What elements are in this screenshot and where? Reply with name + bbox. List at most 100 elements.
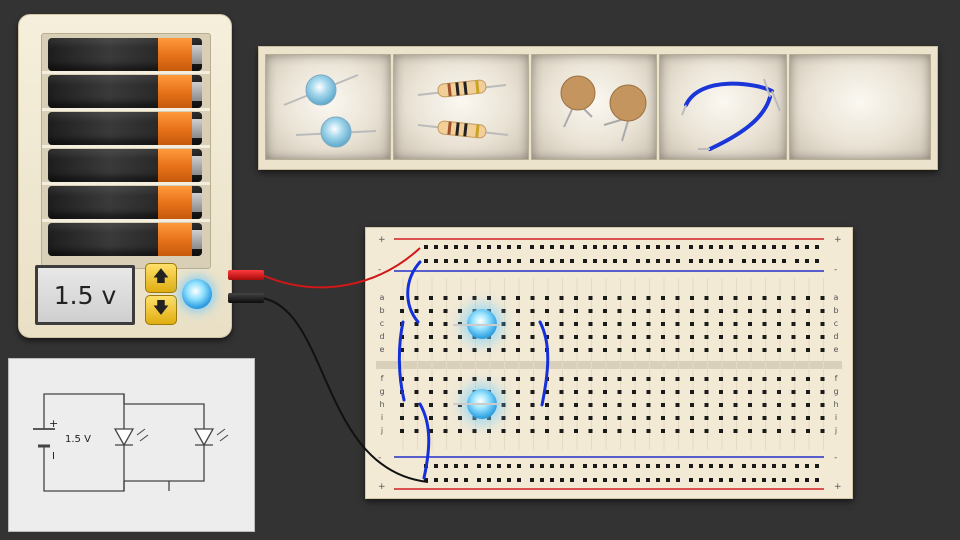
row-label: d bbox=[379, 332, 385, 341]
breadboard-hole bbox=[729, 478, 733, 482]
voltage-up-button[interactable]: 🡅 bbox=[145, 263, 177, 293]
breadboard-hole bbox=[574, 309, 578, 313]
schematic-plus-sign: + bbox=[49, 417, 59, 430]
breadboard-hole bbox=[400, 309, 404, 313]
tray-bin-resistors[interactable] bbox=[393, 54, 529, 160]
breadboard-hole bbox=[507, 464, 511, 468]
tray-bin-empty[interactable] bbox=[789, 54, 931, 160]
breadboard-hole bbox=[443, 390, 448, 394]
breadboard-hole bbox=[501, 416, 506, 420]
breadboard-hole bbox=[729, 245, 733, 249]
breadboard-hole bbox=[487, 259, 491, 263]
breadboard-hole bbox=[719, 464, 723, 468]
red-probe-plug[interactable] bbox=[228, 270, 264, 280]
breadboard-hole bbox=[516, 429, 520, 433]
breadboard-hole bbox=[661, 309, 665, 313]
breadboard-hole bbox=[560, 478, 564, 482]
row-label: d bbox=[833, 332, 839, 341]
black-probe-plug[interactable] bbox=[228, 293, 264, 303]
breadboard-hole bbox=[690, 429, 694, 433]
tray-bin-wires[interactable] bbox=[659, 54, 787, 160]
breadboard-hole bbox=[501, 390, 506, 394]
breadboard-hole bbox=[458, 296, 462, 300]
breadboard-hole bbox=[454, 259, 458, 263]
breadboard-hole bbox=[429, 377, 433, 381]
tray-bin-leds[interactable] bbox=[265, 54, 391, 160]
breadboard-hole bbox=[559, 390, 564, 394]
breadboard-hole bbox=[690, 309, 694, 313]
breadboard-hole bbox=[646, 478, 650, 482]
breadboard-hole bbox=[820, 403, 825, 407]
placed-led-1[interactable] bbox=[467, 309, 497, 339]
breadboard[interactable]: + - + - - + - + a b c d e f g h i j a b … bbox=[365, 227, 853, 499]
breadboard-hole bbox=[574, 390, 578, 394]
battery-cell bbox=[48, 75, 202, 108]
breadboard-hole bbox=[530, 322, 535, 326]
breadboard-hole bbox=[762, 322, 767, 326]
breadboard-hole bbox=[719, 403, 723, 407]
battery-cell bbox=[48, 186, 202, 219]
breadboard-hole bbox=[704, 403, 709, 407]
breadboard-hole bbox=[530, 377, 535, 381]
breadboard-hole bbox=[516, 322, 520, 326]
breadboard-hole bbox=[545, 403, 549, 407]
battery-cell bbox=[48, 223, 202, 256]
breadboard-hole bbox=[782, 464, 786, 468]
breadboard-hole bbox=[497, 259, 501, 263]
breadboard-hole bbox=[805, 478, 809, 482]
tray-bin-capacitors[interactable] bbox=[531, 54, 657, 160]
breadboard-hole bbox=[689, 478, 693, 482]
bay-divider bbox=[42, 145, 210, 148]
breadboard-hole bbox=[762, 309, 767, 313]
resistor-parts-icon bbox=[417, 79, 509, 139]
breadboard-hole bbox=[617, 309, 622, 313]
breadboard-hole bbox=[613, 478, 617, 482]
breadboard-hole bbox=[617, 322, 622, 326]
breadboard-hole bbox=[559, 429, 564, 433]
breadboard-hole bbox=[791, 390, 796, 394]
rail-minus-label: - bbox=[378, 453, 382, 463]
breadboard-hole bbox=[501, 335, 506, 339]
row-label: g bbox=[379, 387, 385, 396]
breadboard-hole bbox=[806, 403, 810, 407]
breadboard-hole bbox=[699, 245, 703, 249]
battery-bay bbox=[41, 33, 211, 269]
rail-plus-label: + bbox=[378, 235, 386, 245]
breadboard-hole bbox=[772, 245, 776, 249]
breadboard-hole bbox=[424, 259, 428, 263]
breadboard-hole bbox=[550, 478, 554, 482]
breadboard-hole bbox=[617, 416, 622, 420]
bay-divider bbox=[42, 182, 210, 185]
breadboard-hole bbox=[497, 478, 501, 482]
breadboard-hole bbox=[429, 390, 433, 394]
breadboard-hole bbox=[733, 429, 738, 433]
voltage-down-button[interactable]: 🡇 bbox=[145, 295, 177, 325]
breadboard-hole bbox=[443, 429, 448, 433]
breadboard-hole bbox=[501, 309, 506, 313]
breadboard-hole bbox=[603, 416, 607, 420]
breadboard-hole bbox=[458, 390, 462, 394]
row-label: h bbox=[379, 400, 385, 409]
breadboard-hole bbox=[530, 478, 534, 482]
breadboard-hole bbox=[752, 478, 756, 482]
breadboard-hole bbox=[656, 245, 660, 249]
breadboard-hole bbox=[530, 335, 535, 339]
breadboard-hole bbox=[646, 403, 651, 407]
breadboard-hole bbox=[603, 335, 607, 339]
breadboard-hole bbox=[795, 478, 799, 482]
breadboard-hole bbox=[540, 245, 544, 249]
breadboard-hole bbox=[560, 464, 564, 468]
placed-led-2[interactable] bbox=[467, 389, 497, 419]
breadboard-hole bbox=[501, 296, 506, 300]
breadboard-hole bbox=[636, 464, 640, 468]
breadboard-hole bbox=[709, 478, 713, 482]
breadboard-hole bbox=[777, 416, 781, 420]
breadboard-hole bbox=[661, 390, 665, 394]
breadboard-hole bbox=[414, 322, 419, 326]
breadboard-hole bbox=[517, 478, 521, 482]
breadboard-hole bbox=[632, 309, 636, 313]
breadboard-hole bbox=[574, 348, 578, 352]
breadboard-hole bbox=[806, 416, 810, 420]
breadboard-hole bbox=[414, 296, 419, 300]
